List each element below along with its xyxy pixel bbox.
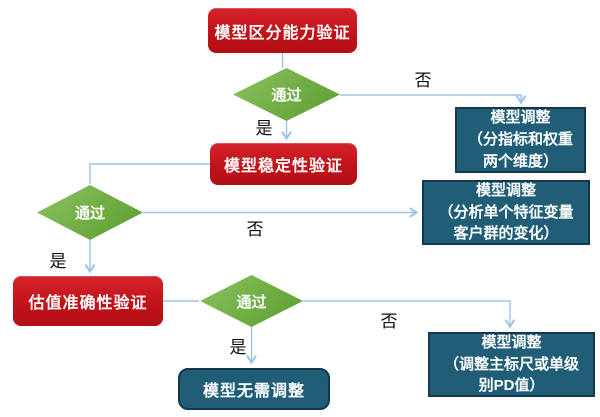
edge-no3 <box>303 300 516 329</box>
edge-label-no-1: 否 <box>414 71 432 90</box>
node-no-adjustment-needed: 模型无需调整 <box>178 368 330 410</box>
edge-label-yes-1: 是 <box>255 119 273 138</box>
edge-label-yes-3: 是 <box>229 338 247 357</box>
node-discrimination-validation: 模型区分能力验证 <box>208 8 357 53</box>
edge-label-no-2: 否 <box>246 220 264 239</box>
node-model-adjust-2: 模型调整 （分析单个特征变量 客户群的变化） <box>422 180 590 245</box>
edge-step2-to-decision2 <box>89 163 210 184</box>
node-model-adjust-1: 模型调整 （分指标和权重 两个维度） <box>455 107 586 173</box>
edge-label-no-3: 否 <box>380 312 398 331</box>
edge-label-yes-2: 是 <box>49 252 67 271</box>
node-stability-validation: 模型稳定性验证 <box>210 143 357 185</box>
node-model-adjust-3: 模型调整 （调整主标尺或单级 别PD值） <box>428 332 595 397</box>
edge-no1 <box>340 94 527 105</box>
node-accuracy-validation: 估值准确性验证 <box>13 276 163 326</box>
